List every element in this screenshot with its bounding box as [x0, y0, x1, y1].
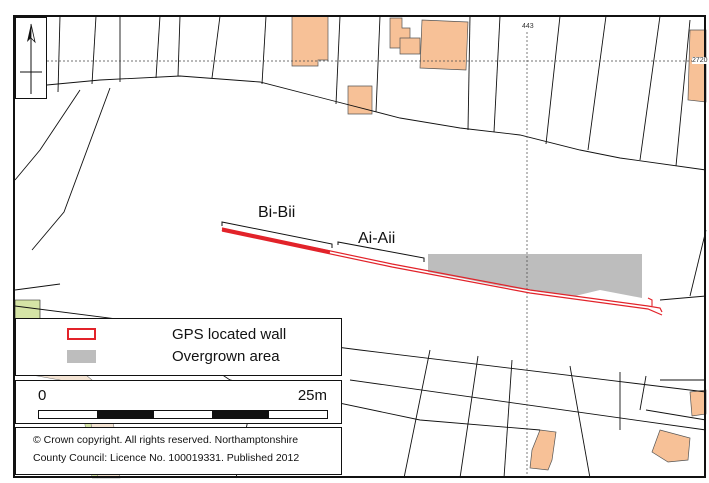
building — [689, 389, 707, 417]
scale-start-label: 0 — [38, 387, 47, 404]
north-arrow-icon — [20, 23, 42, 94]
scale-segment — [39, 411, 97, 418]
legend-item-wall: GPS located wall — [16, 324, 341, 346]
grid-easting-label: 443 — [522, 23, 534, 30]
scale-end-label: 25m — [297, 387, 327, 404]
overgrown-swatch — [67, 350, 96, 363]
building — [399, 37, 421, 55]
grid-northing-label: 2720 — [692, 57, 708, 64]
scale-segment — [211, 411, 270, 418]
wall-swatch — [67, 328, 96, 340]
building — [687, 29, 707, 103]
building — [651, 429, 691, 463]
grid-lines — [15, 28, 706, 478]
scale-bar — [38, 410, 328, 419]
overgrown-area — [428, 254, 642, 298]
building — [419, 19, 469, 71]
building — [529, 429, 557, 471]
buildings — [291, 15, 707, 471]
copyright-line-2: County Council: Licence No. 100019331. P… — [33, 452, 300, 464]
section-label-b: Bi-Bii — [258, 204, 296, 221]
copyright-line-1: © Crown copyright. All rights reserved. … — [33, 434, 299, 446]
legend-item-overgrown: Overgrown area — [16, 346, 341, 368]
legend-label: GPS located wall — [172, 326, 287, 343]
scale-segment — [269, 411, 327, 418]
copyright-box: © Crown copyright. All rights reserved. … — [15, 427, 342, 475]
scale-box: 0 25m — [15, 380, 342, 424]
scale-segment — [154, 411, 212, 418]
gps-wall — [221, 227, 663, 316]
legend: GPS located wall Overgrown area — [15, 318, 342, 376]
scale-segment — [96, 411, 155, 418]
north-arrow — [15, 17, 47, 99]
legend-label: Overgrown area — [172, 348, 280, 365]
section-label-a: Ai-Aii — [358, 230, 396, 247]
section-brackets — [221, 221, 425, 262]
building — [291, 15, 329, 67]
